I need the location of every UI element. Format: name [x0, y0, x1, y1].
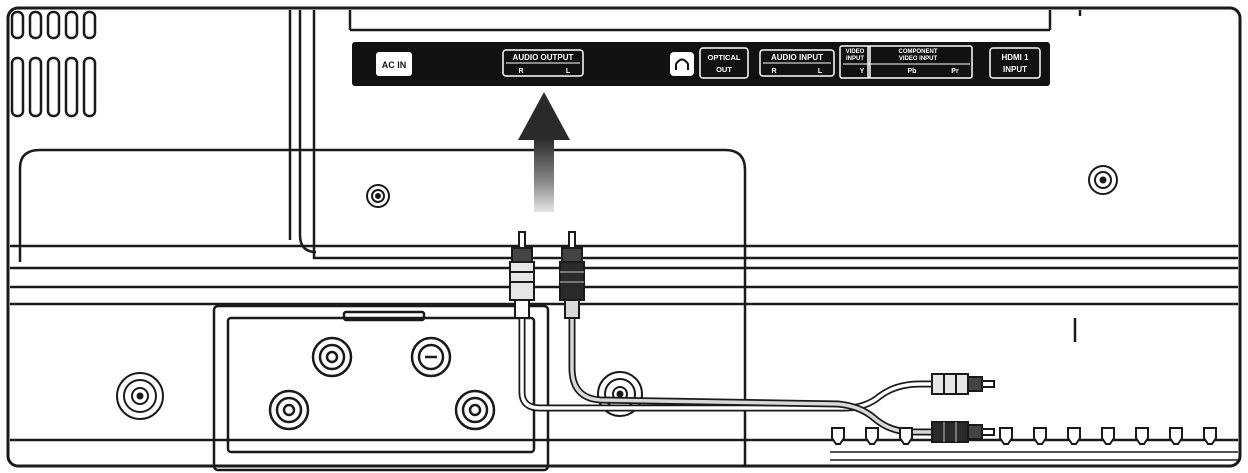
optical-out-line1: OPTICAL	[708, 53, 741, 62]
audio-input-l: L	[818, 68, 823, 75]
audio-input-r: R	[771, 68, 776, 75]
ac-in-label: AC IN	[382, 60, 407, 70]
rca-audio-cable	[509, 231, 995, 443]
component-line2: VIDEO INPUT	[899, 56, 938, 62]
component-pb: Pb	[908, 68, 917, 75]
audio-output-l: L	[566, 68, 571, 75]
up-arrow-icon	[518, 92, 570, 212]
video-input-line1: VIDEO	[846, 49, 865, 55]
bottom-cable-clips	[831, 427, 1217, 445]
headphone-icon-box	[670, 52, 694, 76]
rca-plug-icon	[931, 373, 995, 443]
video-input-label-box	[839, 45, 871, 79]
optical-out-line2: OUT	[716, 65, 732, 74]
audio-output-r: R	[518, 68, 523, 75]
ac-in-label-box	[376, 52, 412, 76]
rca-plug-icon	[509, 231, 585, 319]
hdmi-line1: HDMI 1	[1001, 53, 1029, 62]
stand-mount-bracket	[212, 304, 550, 472]
audio-input-label-box	[759, 49, 835, 77]
audio-input-title: AUDIO INPUT	[771, 53, 823, 62]
hdmi-label-box	[989, 47, 1041, 79]
tv-body-outline	[6, 6, 1242, 468]
component-y: Y	[860, 68, 865, 75]
component-label-box	[867, 45, 973, 79]
headphone-icon	[675, 58, 689, 70]
audio-output-title: AUDIO OUTPUT	[513, 53, 574, 62]
component-pr: Pr	[951, 68, 959, 75]
video-input-line2: INPUT	[846, 56, 864, 62]
hdmi-line2: INPUT	[1003, 65, 1027, 74]
optical-out-label-box	[699, 47, 749, 79]
component-line1: COMPONENT	[899, 49, 938, 55]
terminal-label-strip	[352, 42, 1050, 86]
bottom-clip-rail	[830, 451, 1238, 461]
frame-lines	[10, 10, 1238, 466]
audio-output-label-box	[502, 49, 584, 77]
vent-slots	[10, 10, 97, 118]
